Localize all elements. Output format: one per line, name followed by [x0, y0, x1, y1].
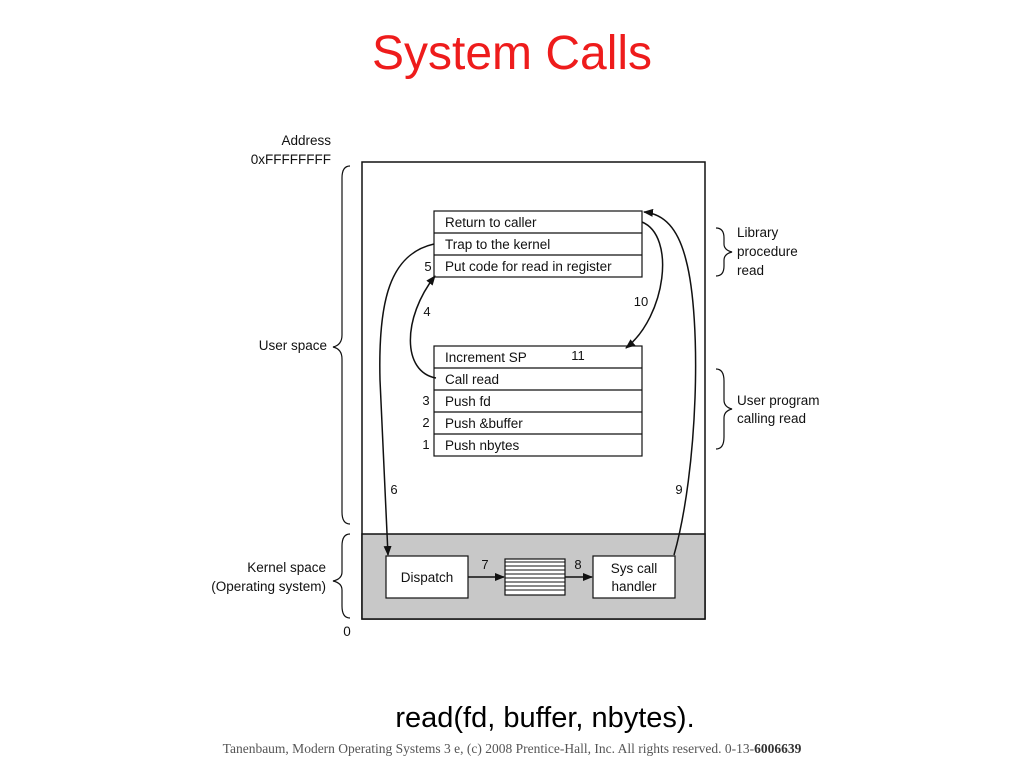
arrow-step-6	[379, 243, 435, 556]
step-number: 8	[574, 557, 581, 572]
library-procedure-stack: Return to caller Trap to the kernel Put …	[433, 210, 643, 278]
kernel-space-label: Kernel space	[247, 560, 326, 575]
step-number: 3	[422, 393, 429, 408]
library-row: Put code for read in register	[445, 259, 612, 274]
library-row: Trap to the kernel	[445, 237, 550, 252]
user-space-brace	[332, 165, 351, 525]
library-label: Library	[737, 225, 779, 240]
program-row: Call read	[445, 372, 499, 387]
user-program-brace	[715, 368, 733, 450]
dispatch-box: Dispatch	[385, 555, 469, 599]
svg-text:Sys call: Sys call	[611, 561, 658, 576]
step-number: 4	[423, 304, 430, 319]
program-row: Push &buffer	[445, 416, 523, 431]
user-program-stack: Increment SP Call read Push fd Push &buf…	[433, 345, 643, 457]
program-row: Increment SP	[445, 350, 527, 365]
step-number: 10	[634, 294, 648, 309]
slide-title: System Calls	[371, 27, 653, 80]
library-row: Return to caller	[445, 215, 537, 230]
address-bottom-label: 0	[343, 624, 351, 639]
user-program-label: User program	[737, 393, 820, 408]
kernel-space-sublabel: (Operating system)	[211, 579, 326, 594]
address-top-label: 0xFFFFFFFF	[251, 152, 331, 167]
svg-text:handler: handler	[611, 579, 657, 594]
user-program-label: calling read	[737, 411, 806, 426]
step-number: 11	[571, 348, 585, 363]
arrow-step-10	[625, 221, 664, 349]
function-signature-caption: read(fd, buffer, nbytes).	[395, 702, 695, 734]
kernel-space-brace	[332, 533, 351, 619]
step-number: 5	[424, 259, 431, 274]
step-number: 9	[675, 482, 682, 497]
program-row: Push fd	[445, 394, 491, 409]
sys-call-handler-box: Sys call handler	[592, 555, 676, 599]
footer-isbn: 6006639	[754, 741, 802, 756]
footer-text: Tanenbaum, Modern Operating Systems 3 e,…	[222, 741, 755, 756]
library-label: procedure	[737, 244, 798, 259]
step-number: 1	[422, 437, 429, 452]
library-label: read	[737, 263, 764, 278]
step-number: 2	[422, 415, 429, 430]
svg-text:Dispatch: Dispatch	[401, 570, 454, 585]
address-label: Address	[281, 133, 331, 148]
library-brace	[715, 227, 733, 277]
copyright-footer: Tanenbaum, Modern Operating Systems 3 e,…	[0, 741, 1024, 757]
program-row: Push nbytes	[445, 438, 520, 453]
user-space-label: User space	[259, 338, 327, 353]
arrow-step-9	[643, 208, 697, 556]
arrow-step-4	[409, 275, 437, 379]
dispatch-table	[504, 558, 566, 596]
step-number: 7	[481, 557, 488, 572]
step-number: 6	[390, 482, 397, 497]
